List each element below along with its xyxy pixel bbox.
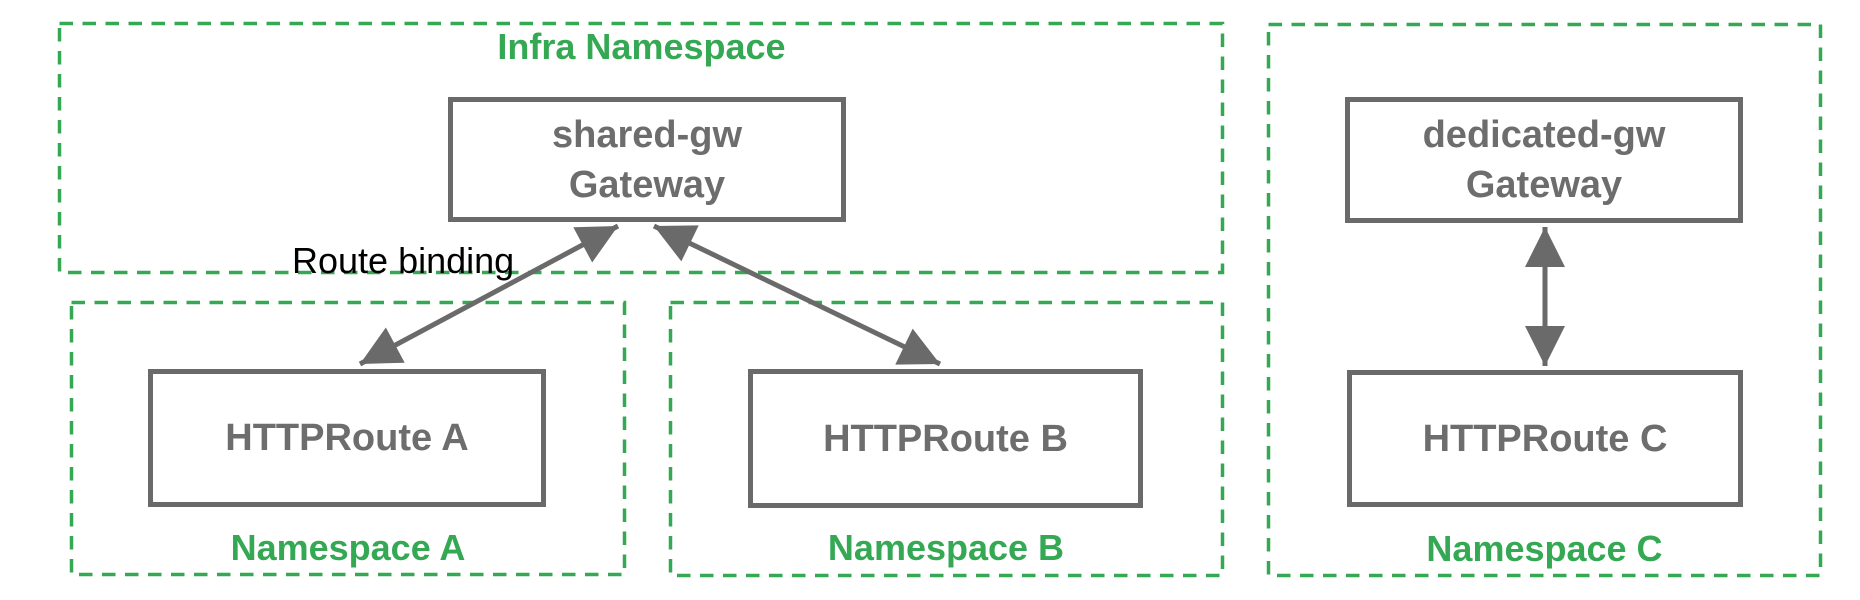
edge-httproute-b-shared-gw	[652, 223, 942, 367]
infra-namespace-boundary	[57, 21, 1225, 275]
namespace-c-boundary	[1266, 22, 1823, 578]
httproute-a-label: HTTPRoute A	[225, 417, 469, 459]
infra-namespace-label: Infra Namespace	[497, 26, 786, 67]
namespace-a-label: Namespace A	[230, 527, 466, 568]
namespace-a-boundary	[69, 300, 627, 577]
httproute-b-label: HTTPRoute B	[823, 417, 1068, 460]
shared-gw-gateway-kind: Gateway	[568, 163, 726, 206]
dedicated-gw-gateway-kind: Gateway	[1465, 164, 1623, 206]
dedicated-gw-gateway-node: dedicated-gw Gateway	[1345, 97, 1743, 223]
httproute-b-node: HTTPRoute B	[748, 369, 1143, 508]
httproute-c-node: HTTPRoute C	[1347, 370, 1743, 507]
namespace-c-label: Namespace C	[1426, 528, 1663, 569]
dedicated-gw-gateway-name: dedicated-gw	[1422, 114, 1666, 156]
httproute-c-label: HTTPRoute C	[1422, 417, 1668, 460]
shared-gw-gateway-node: shared-gw Gateway	[448, 97, 846, 222]
shared-gw-gateway-name: shared-gw	[551, 113, 743, 156]
edge-httproute-a-shared-gw	[358, 223, 620, 367]
namespace-b-label: Namespace B	[827, 527, 1065, 568]
route-binding-annotation: Route binding	[292, 240, 515, 281]
namespace-b-boundary	[668, 300, 1225, 578]
httproute-a-node: HTTPRoute A	[148, 369, 546, 507]
